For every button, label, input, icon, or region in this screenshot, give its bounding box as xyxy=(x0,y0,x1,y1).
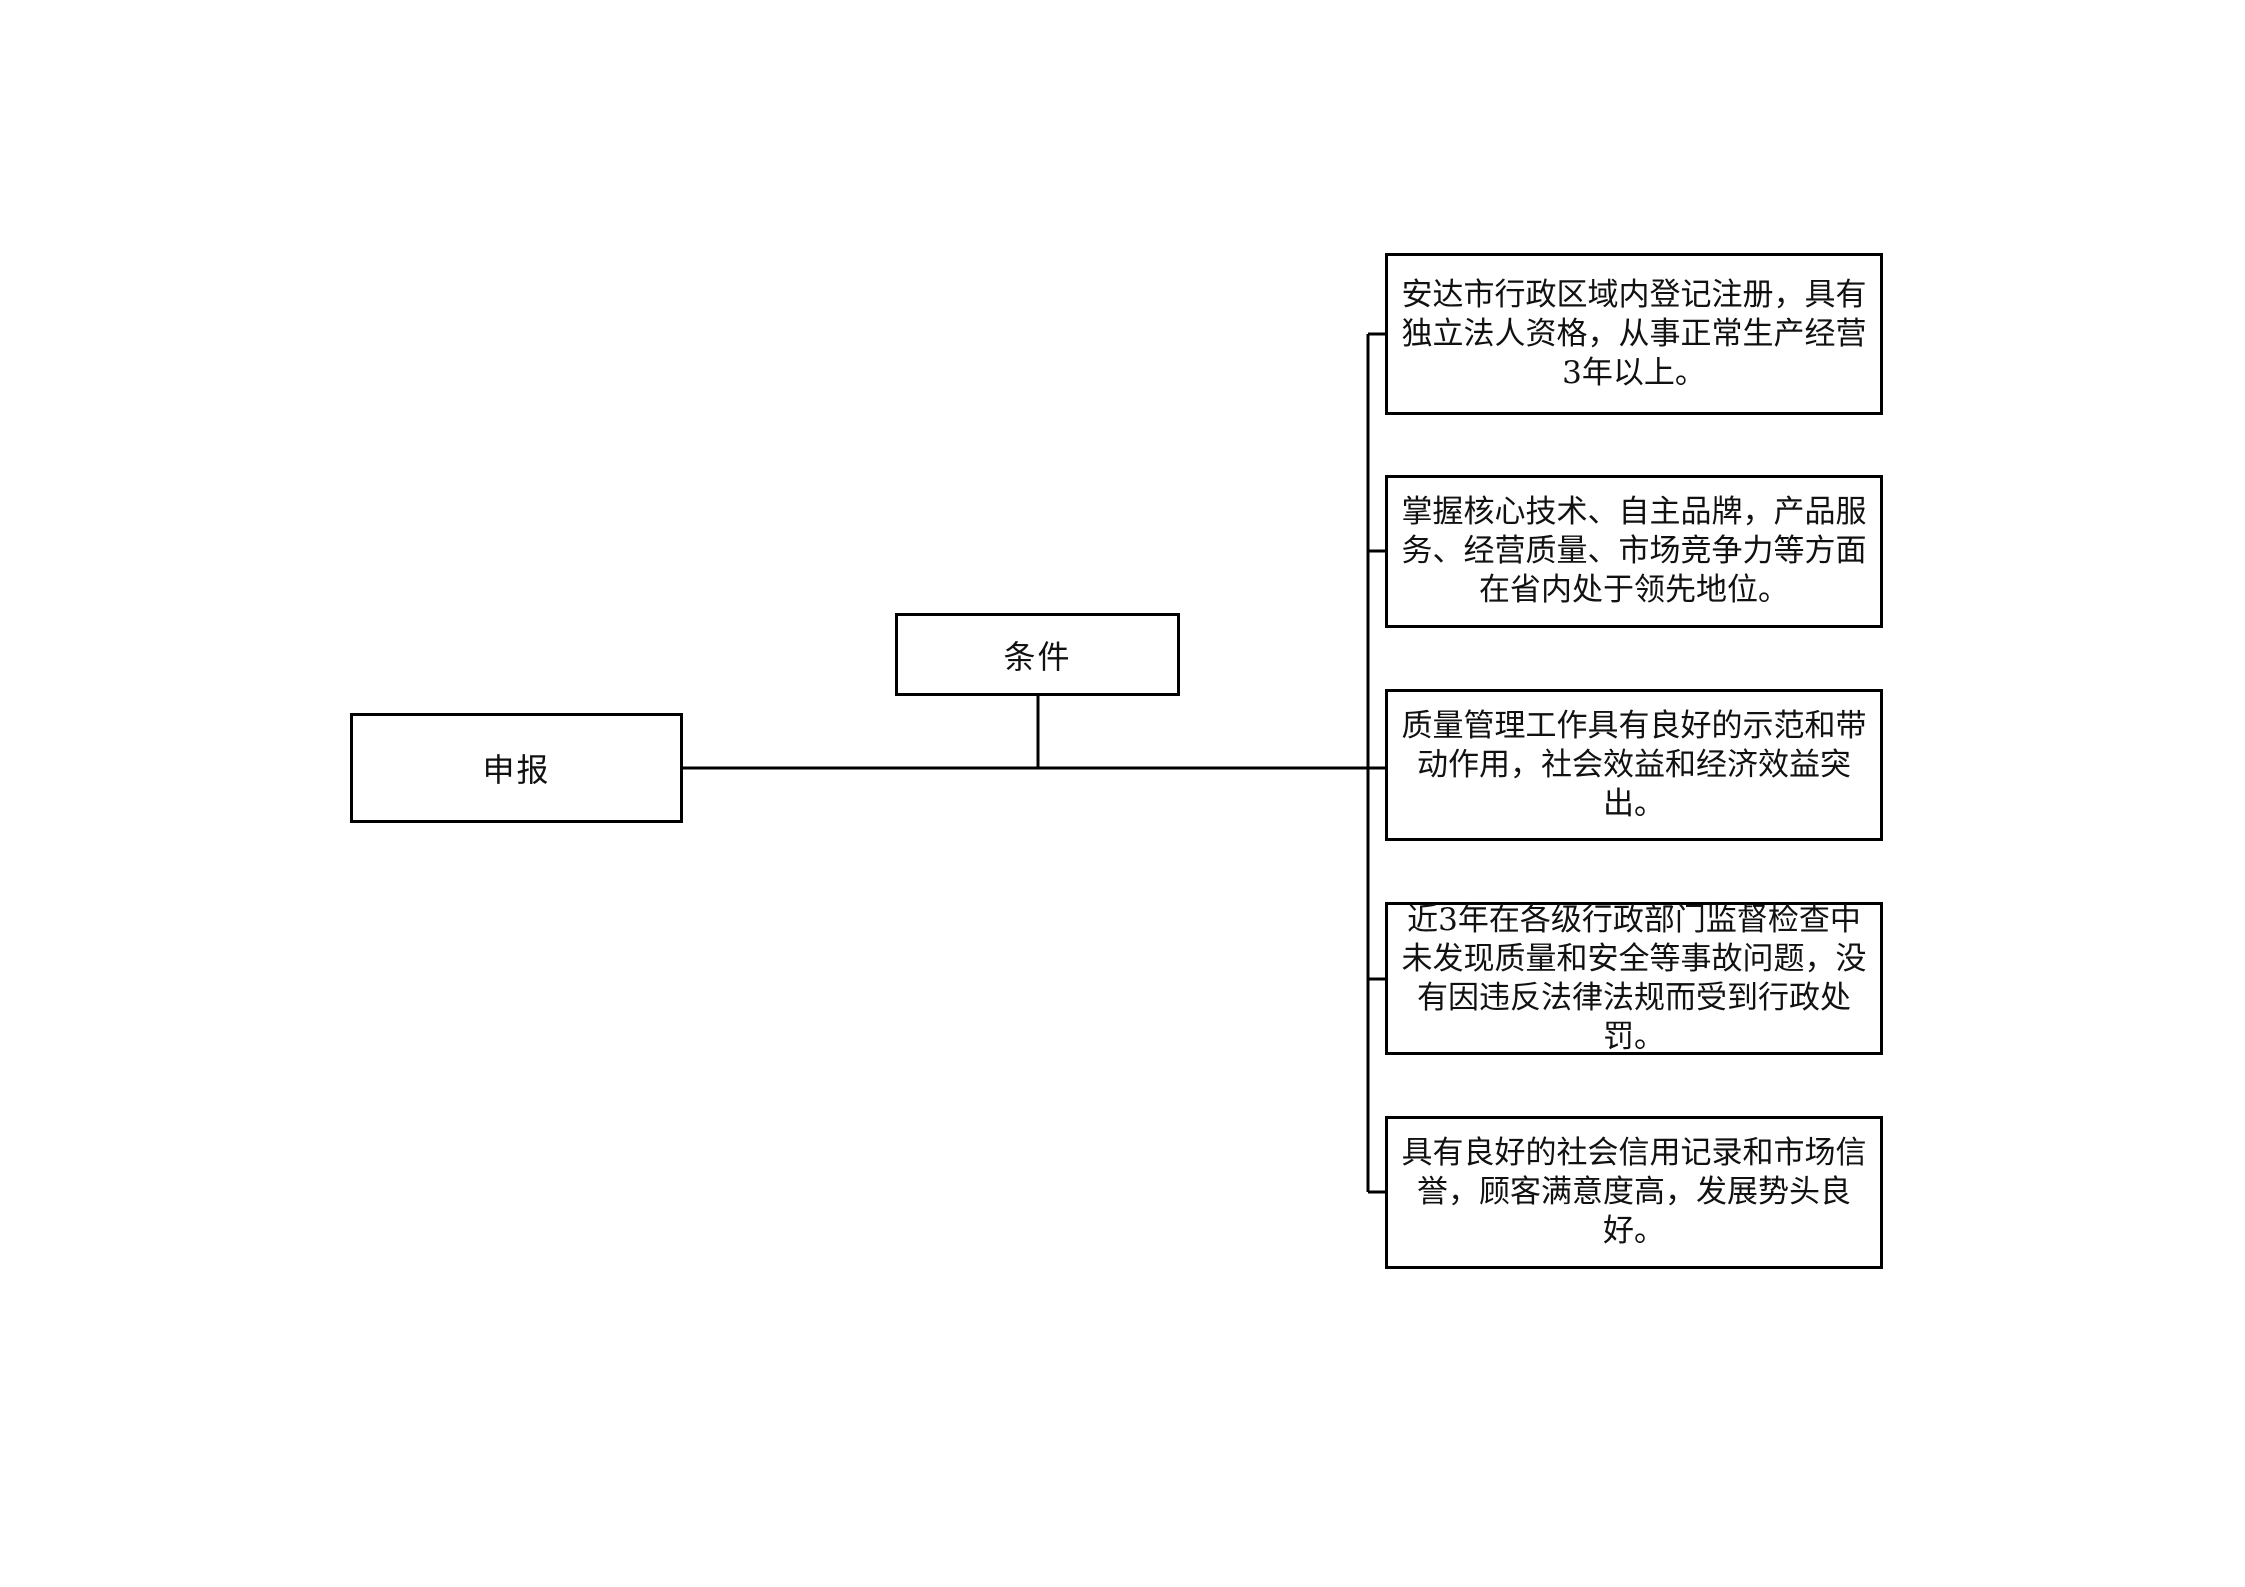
condition-text-2: 掌握核心技术、自主品牌，产品服务、经营质量、市场竞争力等方面在省内处于领先地位。 xyxy=(1401,494,1867,608)
root-node-label: 申报 xyxy=(482,751,551,789)
branch-node-label: 条件 xyxy=(1003,637,1072,676)
condition-box-3: 质量管理工作具有良好的示范和带动作用，社会效益和经济效益突出。 xyxy=(1385,689,1883,841)
condition-box-2: 掌握核心技术、自主品牌，产品服务、经营质量、市场竞争力等方面在省内处于领先地位。 xyxy=(1385,475,1883,628)
root-node-box: 申报 xyxy=(350,713,683,823)
condition-text-3: 质量管理工作具有良好的示范和带动作用，社会效益和经济效益突出。 xyxy=(1401,707,1867,822)
condition-text-5: 具有良好的社会信用记录和市场信誉，顾客满意度高，发展势头良好。 xyxy=(1401,1135,1867,1249)
condition-box-4: 近3年在各级行政部门监督检查中未发现质量和安全等事故问题，没有因违反法律法规而受… xyxy=(1385,902,1883,1055)
condition-text-1: 安达市行政区域内登记注册，具有独立法人资格，从事正常生产经营3年以上。 xyxy=(1401,276,1867,391)
condition-box-5: 具有良好的社会信用记录和市场信誉，顾客满意度高，发展势头良好。 xyxy=(1385,1116,1883,1269)
condition-box-1: 安达市行政区域内登记注册，具有独立法人资格，从事正常生产经营3年以上。 xyxy=(1385,253,1883,415)
branch-node-box: 条件 xyxy=(895,613,1180,696)
condition-text-4: 近3年在各级行政部门监督检查中未发现质量和安全等事故问题，没有因违反法律法规而受… xyxy=(1401,901,1867,1055)
